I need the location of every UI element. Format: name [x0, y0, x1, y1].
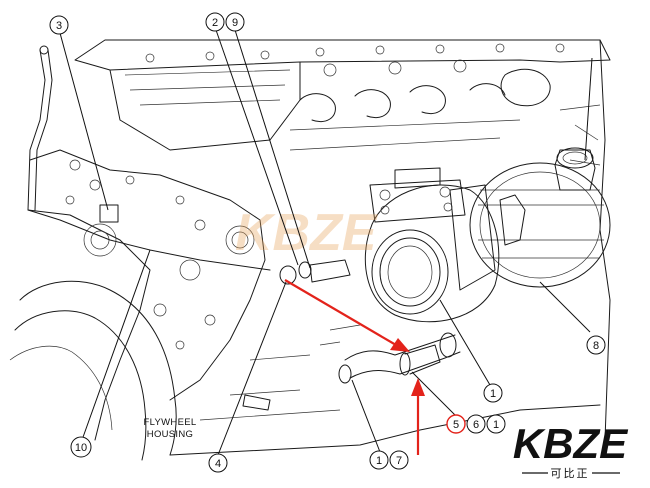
svg-text:10: 10: [75, 442, 87, 454]
callout-7: 7: [389, 450, 409, 470]
svg-text:6: 6: [473, 419, 479, 431]
watermark: KBZE: [235, 204, 378, 262]
callout-3: 3: [49, 15, 69, 35]
svg-text:3: 3: [56, 20, 62, 32]
arrow-to-oil-supply-head: [390, 338, 410, 352]
svg-text:1: 1: [376, 455, 382, 467]
callouts: 3 2 9 8 1 5 6 1 1 7 4 10: [49, 12, 606, 473]
engine-drawing: [9, 39, 611, 461]
arrow-to-drain-hose-head: [411, 378, 425, 396]
svg-text:5: 5: [453, 419, 459, 431]
svg-text:1: 1: [490, 388, 496, 400]
callout-2: 2: [205, 12, 225, 32]
svg-text:HOUSING: HOUSING: [147, 429, 193, 440]
svg-text:7: 7: [396, 455, 402, 467]
red-arrows: [284, 279, 425, 455]
watermark-brand: KBZE: [235, 204, 378, 262]
callout-10: 10: [70, 436, 92, 458]
svg-text:9: 9: [232, 17, 238, 29]
callout-8: 8: [586, 335, 606, 355]
callout-5: 5: [446, 414, 466, 434]
svg-text:1: 1: [493, 419, 499, 431]
logo-subtitle: 可比正: [551, 467, 590, 480]
callout-1-right: 1: [486, 414, 506, 434]
callout-9: 9: [225, 12, 245, 32]
callout-1-upper: 1: [483, 383, 503, 403]
svg-text:8: 8: [593, 340, 599, 352]
kbze-logo: KBZE 可比正: [513, 420, 629, 480]
arrow-to-oil-supply: [284, 279, 397, 346]
logo-brand: KBZE: [513, 420, 629, 467]
leader-lines: [59, 29, 593, 456]
callout-4: 4: [208, 453, 228, 473]
svg-text:4: 4: [215, 458, 221, 470]
svg-text:2: 2: [212, 17, 218, 29]
svg-text:FLYWHEEL: FLYWHEEL: [144, 417, 197, 428]
callout-1-lower: 1: [369, 450, 389, 470]
callout-6: 6: [466, 414, 486, 434]
flywheel-housing-label: FLYWHEEL HOUSING: [144, 417, 197, 440]
